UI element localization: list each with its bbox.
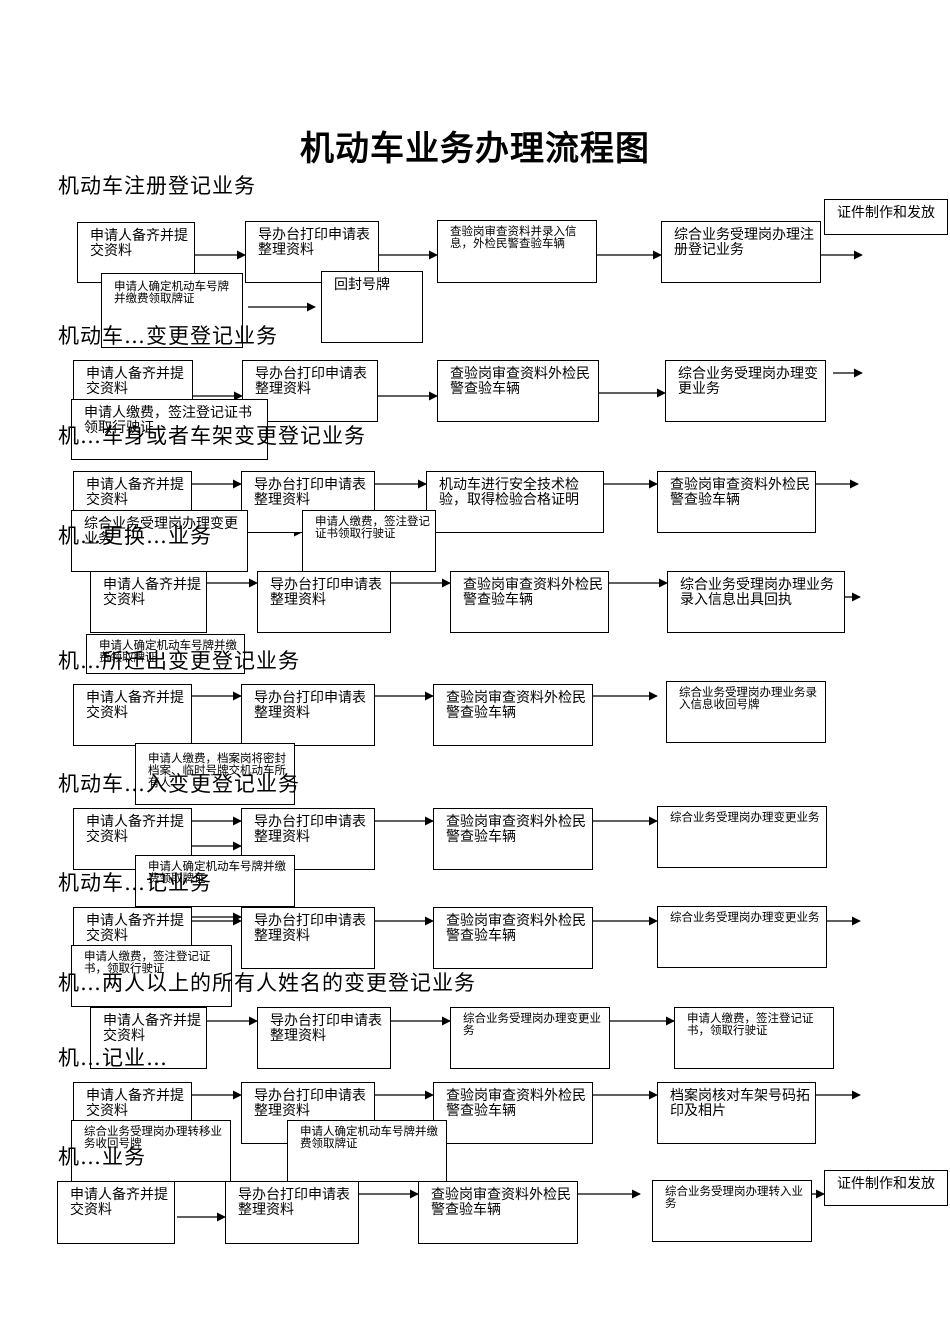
flow-step: 查验岗审查资料外检民警查验车辆 [433,1082,593,1144]
flow-step: 查验岗审查资料外检民警查验车辆 [433,684,593,746]
flow-step: 导办台打印申请表整理资料 [257,571,391,633]
flow-step: 申请人缴费，档案岗将密封档案、临时号牌交机动车所有人 [135,743,295,805]
flow-step: 查验岗审查资料外检民警查验车辆 [450,571,609,633]
flow-step: 查验岗审查资料并录入信息，外检民警查验车辆 [437,220,597,283]
flow-step: 导办台打印申请表整理资料 [241,684,375,746]
flow-step: 申请人缴费，签注登记证书，领取行驶证 [71,945,232,1007]
flow-step: 导办台打印申请表整理资料 [225,1181,359,1244]
flow-step: 综合业务受理岗办理变更业务 [71,510,248,572]
flow-step: 综合业务受理岗办理注册登记业务 [661,221,821,283]
flow-step: 机动车进行安全技术检验，取得检验合格证明 [426,471,604,533]
flow-step: 申请人确定机动车号牌并缴费领取牌证 [135,855,295,907]
flow-step: 综合业务受理岗办理转入业务 [652,1180,812,1242]
flow-step: 综合业务受理岗办理变更业务 [665,360,826,422]
flow-step: 综合业务受理岗办理变更业务 [657,806,827,868]
flow-step: 查验岗审查资料外检民警查验车辆 [433,808,593,870]
section-heading-owner-name-change: 机…两人以上的所有人姓名的变更登记业务 [58,971,476,995]
flow-step: 查验岗审查资料外检民警查验车辆 [437,360,599,422]
section-heading-move-out: 机…所迁出变更登记业务 [58,649,300,673]
flow-step: 综合业务受理岗办理转移业务收回号牌 [71,1120,231,1182]
section-heading-change: 机动车…变更登记业务 [58,324,278,348]
section-heading-move-in: 机动车…入变更登记业务 [58,772,300,796]
flow-step: 综合业务受理岗办理变更业务 [657,906,827,968]
flow-step: 导办台打印申请表整理资料 [241,907,375,969]
flow-step: 申请人备齐并提交资料 [90,1007,207,1069]
flow-step: 申请人缴费，签注登记证书领取行驶证 [71,399,268,460]
flow-step: 导办台打印申请表整理资料 [257,1007,391,1069]
flow-step: 导办台打印申请表整理资料 [241,808,375,870]
section-heading-replace: 机…更换…业务 [58,524,212,548]
section-heading-transfer-in: 机…业务 [58,1145,146,1169]
flow-step: 申请人备齐并提交资料 [77,222,195,283]
flow-step: 申请人缴费，签注登记证书领取行驶证 [302,510,436,572]
flow-step: 申请人备齐并提交资料 [90,571,207,633]
flow-step: 综合业务受理岗办理业务录入信息收回号牌 [666,681,826,743]
flow-step: 申请人备齐并提交资料 [73,684,192,746]
flow-step: 查验岗审查资料外检民警查验车辆 [657,471,816,533]
flow-step: 申请人缴费，签注登记证书，领取行驶证 [674,1007,834,1069]
section-heading-record: 机动车…记业务 [58,871,212,895]
flow-step: 申请人确定机动车号牌并缴费领取牌证 [86,634,245,674]
page-title: 机动车业务办理流程图 [300,129,650,169]
flow-step: 查验岗审查资料外检民警查验车辆 [433,907,593,969]
flow-step: 证件制作和发放 [824,199,948,235]
flow-step: 查验岗审查资料外检民警查验车辆 [418,1181,578,1244]
flow-step: 申请人确定机动车号牌并缴费领取牌证 [287,1120,447,1182]
flow-step: 导办台打印申请表整理资料 [242,360,378,422]
flow-step: 回封号牌 [321,271,423,343]
section-heading-registration: 机动车注册登记业务 [58,174,256,198]
flow-step: 申请人备齐并提交资料 [57,1181,175,1244]
flow-step: 综合业务受理岗办理业务录入信息出具回执 [667,571,845,633]
flow-step: 证件制作和发放 [824,1170,948,1206]
section-heading-body-frame-change: 机…车身或者车架变更登记业务 [58,424,366,448]
section-heading-transfer: 机…记业… [58,1046,168,1070]
flow-step: 综合业务受理岗办理变更业务 [450,1007,610,1069]
flow-step: 申请人确定机动车号牌并缴费领取牌证 [101,273,243,348]
flow-step: 档案岗核对车架号码拓印及相片 [657,1082,816,1144]
